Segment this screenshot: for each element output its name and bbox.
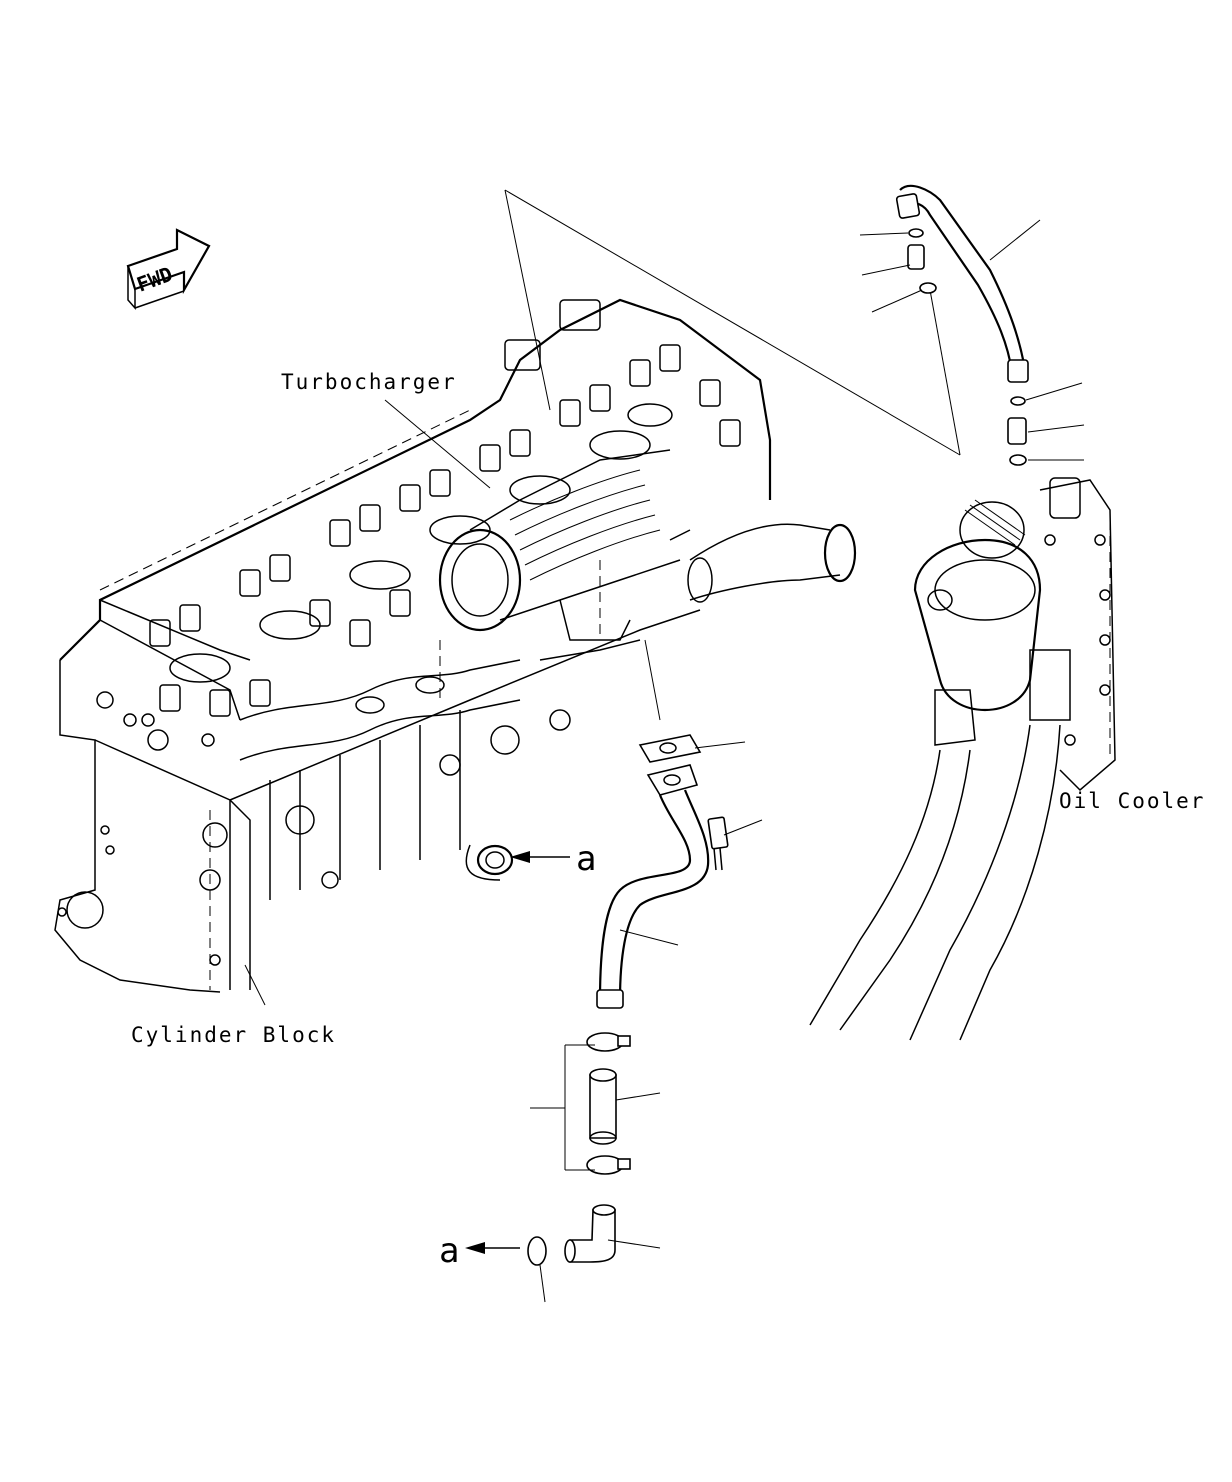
- connection-ref-a-upper: a: [576, 839, 596, 879]
- hose-assembly-bracket: [530, 1044, 661, 1171]
- tube-fittings-lower: [1007, 396, 1027, 466]
- plug-o-ring: [527, 1236, 547, 1266]
- drain-pipe-upper: [596, 764, 710, 1009]
- turbocharger-label: Turbocharger: [281, 370, 457, 394]
- fwd-label: FWD: [134, 262, 176, 297]
- cylinder-block-illustration: [54, 298, 772, 993]
- leader-lines-drain: [619, 639, 763, 946]
- oil-cooler-label: Oil Cooler: [1059, 789, 1205, 813]
- connection-ref-a-lower: a: [439, 1231, 459, 1271]
- drain-gasket: [638, 734, 702, 763]
- projection-line: [929, 289, 961, 456]
- hose-clamp-lower: [586, 1155, 631, 1175]
- flange-bolt: [707, 816, 729, 871]
- oil-supply-tube: [895, 184, 1029, 383]
- leader-lines-lower: [539, 1239, 661, 1303]
- turbocharger-leader: [384, 399, 491, 489]
- turbocharger-illustration: [438, 449, 857, 661]
- cylinder-block-label: Cylinder Block: [131, 1023, 336, 1047]
- tube-fittings-upper: [907, 228, 937, 294]
- leader-lines-upper: [859, 219, 1085, 461]
- cylinder-block-leader: [244, 964, 266, 1006]
- hose-clamp-upper: [586, 1032, 631, 1052]
- elbow-fitting: [564, 1204, 616, 1263]
- projection-line: [504, 189, 961, 456]
- connection-arrow-upper: [510, 851, 570, 863]
- hose-sleeve: [589, 1068, 617, 1145]
- connection-arrow-lower: [465, 1242, 520, 1254]
- block-drain-port: [465, 844, 514, 881]
- projection-line: [504, 189, 551, 411]
- fwd-direction-arrow: FWD: [126, 228, 211, 310]
- oil-cooler-illustration: [809, 477, 1116, 1041]
